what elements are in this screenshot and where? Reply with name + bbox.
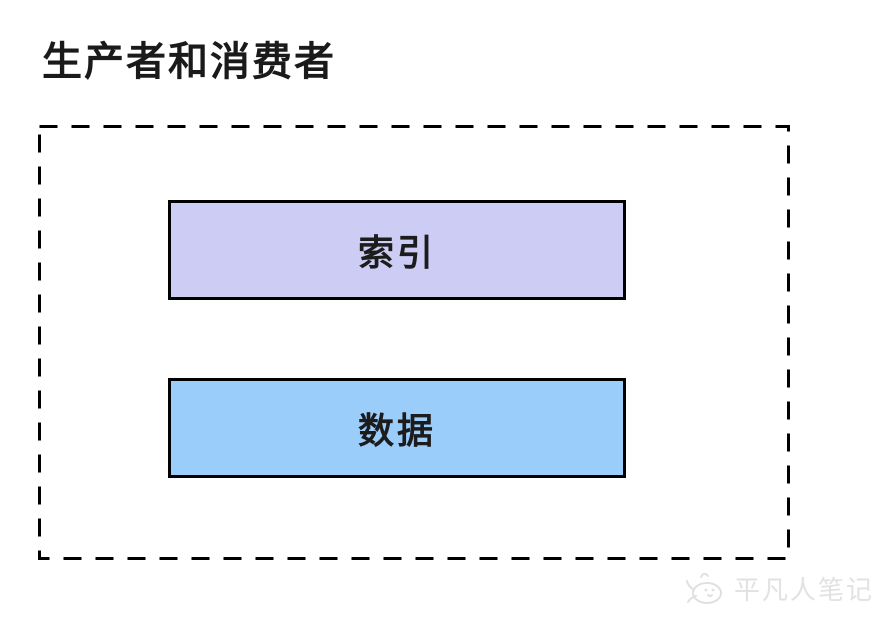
data-box-label: 数据 <box>357 410 436 451</box>
dashed-group-container: 索引 数据 <box>38 125 790 560</box>
dashed-border <box>38 125 790 560</box>
data-box: 数据 <box>168 378 626 478</box>
index-box-label: 索引 <box>357 232 436 273</box>
diagram-title: 生产者和消费者 <box>42 40 336 84</box>
doodle-bird-icon <box>685 572 722 604</box>
watermark-text: 平凡人笔记 <box>733 574 874 605</box>
watermark: 平凡人笔记 <box>680 568 874 608</box>
index-box: 索引 <box>168 200 626 300</box>
